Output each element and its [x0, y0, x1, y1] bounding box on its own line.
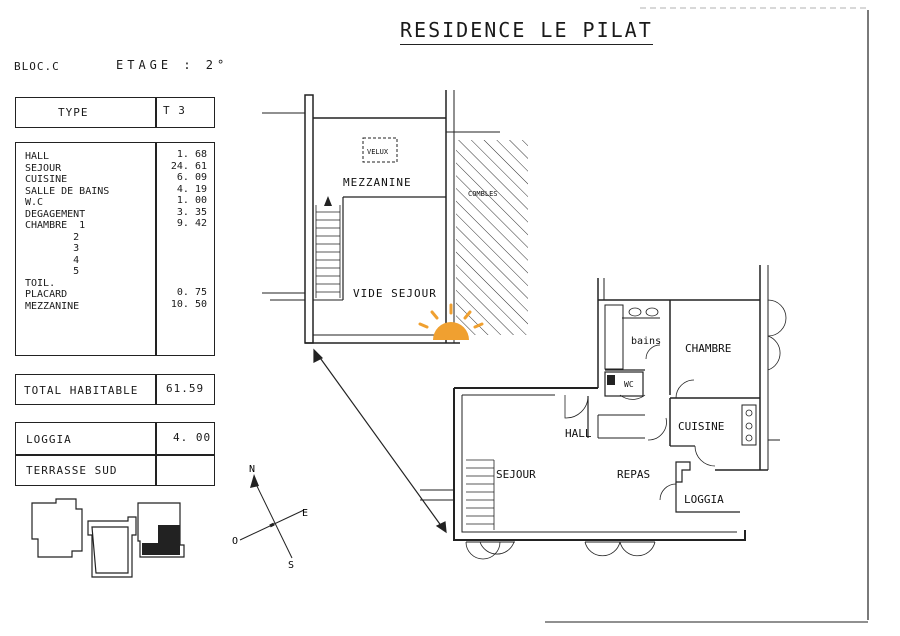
loggia-label: LOGGIA	[26, 433, 72, 446]
label-mezzanine: MEZZANINE	[343, 176, 412, 189]
room-value-chambre1: 9. 42	[176, 218, 207, 229]
exterior-box: LOGGIA 4. 00 TERRASSE SUD	[15, 422, 215, 486]
terrasse-label: TERRASSE SUD	[26, 464, 118, 477]
room-label-chambre2: 2	[25, 231, 80, 243]
compass-o: O	[232, 536, 238, 547]
label-vide-sejour: VIDE SEJOUR	[353, 287, 437, 300]
mezzanine-plan	[262, 90, 528, 344]
apartment-plan	[420, 265, 787, 560]
room-values: 1. 68 24. 61 6. 09 4. 19 1. 00 3. 35 9. …	[161, 149, 207, 310]
room-label-chambre1: CHAMBRE 1	[25, 220, 86, 231]
compass-n: N	[249, 464, 255, 475]
room-value-sdb: 4. 19	[176, 183, 207, 195]
total-box: TOTAL HABITABLE 61.59	[15, 374, 215, 405]
loggia-value: 4. 00	[173, 431, 212, 444]
sun-icon	[418, 303, 484, 340]
room-value-placard: 0. 75	[176, 287, 207, 298]
section-arrow	[313, 348, 447, 534]
rooms-box: HALL SEJOUR CUISINE SALLE DE BAINS W.C D…	[15, 142, 215, 356]
room-label-toil: TOIL.	[25, 277, 56, 289]
compass-s: S	[288, 560, 294, 570]
room-label-mezzanine: MEZZANINE	[25, 300, 80, 312]
sejour-stairs	[466, 459, 495, 530]
room-label-sdb: SALLE DE BAINS	[25, 185, 110, 197]
room-label-sejour: SEJOUR	[25, 162, 62, 174]
key-plan-building-c	[137, 502, 185, 558]
label-combles: COMBLES	[468, 190, 498, 198]
compass-rose: N E S O	[232, 464, 308, 570]
total-value: 61.59	[166, 382, 205, 395]
type-value: T 3	[163, 104, 186, 117]
key-plan-building-a	[31, 498, 83, 558]
etage-label: ETAGE : 2°	[116, 58, 229, 72]
label-repas: REPAS	[617, 468, 650, 481]
mezzanine-stairs	[315, 205, 341, 298]
type-divider	[155, 98, 157, 127]
total-divider	[155, 375, 157, 404]
label-hall: HALL	[565, 427, 592, 440]
room-labels: HALL SEJOUR CUISINE SALLE DE BAINS W.C D…	[25, 151, 109, 312]
label-sejour: SEJOUR	[496, 468, 536, 481]
room-label-hall: HALL	[25, 151, 50, 162]
combles-hatch	[456, 140, 528, 335]
type-box: TYPE T 3	[15, 97, 215, 128]
exterior-row-divider	[16, 454, 214, 456]
room-value-mezzanine: 10. 50	[170, 298, 207, 310]
room-label-chambre3: 3	[25, 243, 80, 254]
room-value-hall: 1. 68	[176, 149, 207, 160]
room-label-wc: W.C	[25, 197, 44, 208]
key-plan-building-b	[87, 516, 137, 578]
type-label: TYPE	[58, 106, 89, 119]
room-value-cuisine: 6. 09	[176, 172, 207, 183]
label-bains: bains	[631, 336, 661, 347]
label-wc: WC	[624, 380, 634, 389]
room-label-degagement: DEGAGEMENT	[25, 208, 86, 220]
wc-box	[604, 371, 644, 397]
total-label: TOTAL HABITABLE	[24, 384, 139, 397]
stair-arrow	[324, 196, 332, 206]
room-label-chambre4: 4	[25, 254, 80, 266]
room-label-cuisine: CUISINE	[25, 174, 68, 185]
label-cuisine: CUISINE	[678, 420, 724, 433]
room-value-wc: 1. 00	[176, 195, 207, 206]
rooms-divider	[155, 143, 157, 355]
room-value-degagement: 3. 35	[176, 206, 207, 218]
label-loggia: LOGGIA	[684, 493, 724, 506]
room-label-placard: PLACARD	[25, 289, 68, 300]
compass-e: E	[302, 508, 308, 519]
velux-outline	[362, 137, 398, 163]
bloc-label: BLOC.C	[14, 60, 60, 73]
label-chambre: CHAMBRE	[685, 342, 731, 355]
room-value-sejour: 24. 61	[170, 160, 207, 172]
bathtub	[604, 304, 624, 370]
key-plan-highlight	[142, 525, 180, 555]
label-velux: VELUX	[367, 148, 389, 156]
room-label-chambre5: 5	[25, 266, 80, 277]
page-title: RESIDENCE LE PILAT	[400, 18, 653, 45]
key-plan	[31, 498, 185, 578]
